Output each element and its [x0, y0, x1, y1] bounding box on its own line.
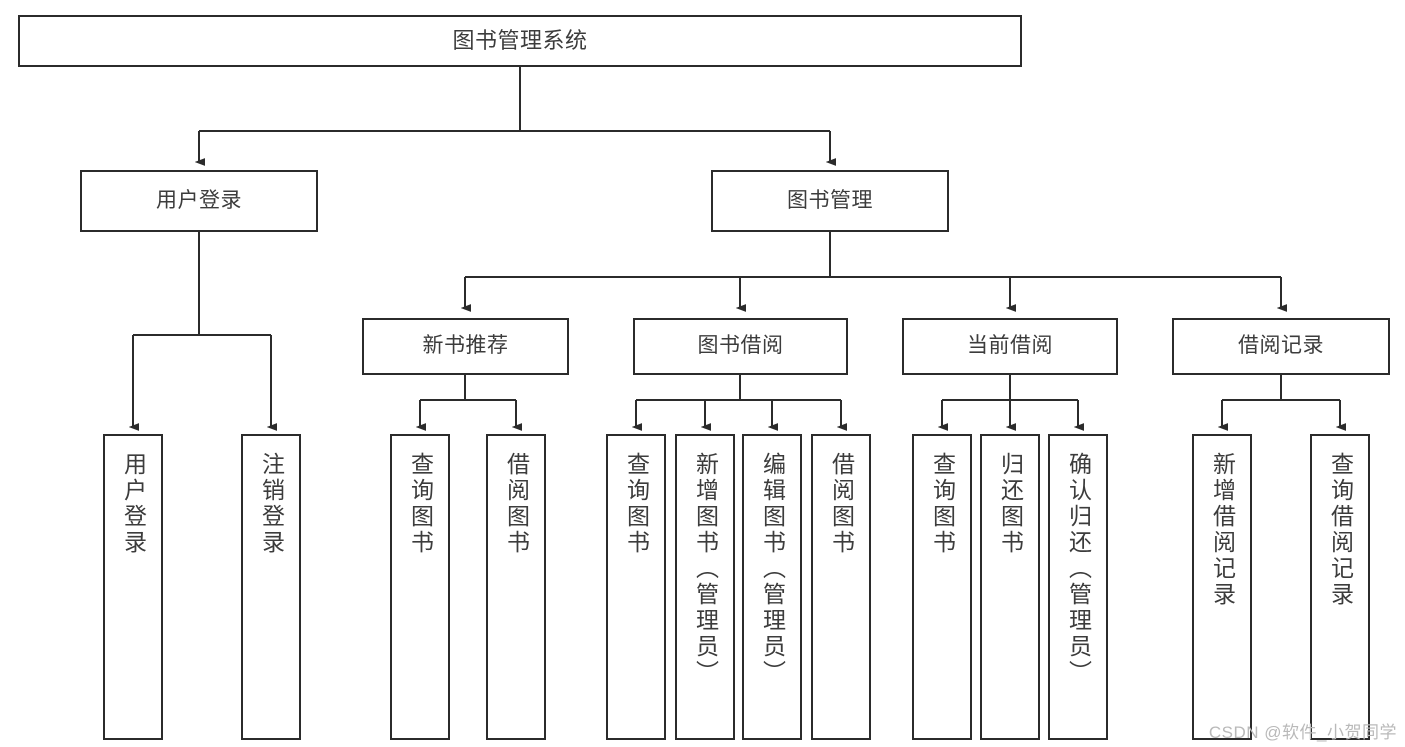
leaf-confirm-return-admin[interactable]: 确认归还（管理员） — [1048, 434, 1108, 740]
node-label: 新增图书（管理员） — [692, 452, 719, 686]
node-label: 查询借阅记录 — [1327, 452, 1354, 608]
leaf-user-login[interactable]: 用户登录 — [103, 434, 163, 740]
node-label: 图书借阅 — [697, 334, 784, 358]
node-borrowing-record[interactable]: 借阅记录 — [1172, 318, 1390, 375]
node-label: 用户登录 — [156, 188, 242, 212]
node-user-login[interactable]: 用户登录 — [80, 170, 318, 232]
node-label: 当前借阅 — [967, 334, 1053, 358]
node-label: 查询图书 — [929, 452, 956, 556]
leaf-add-book-admin[interactable]: 新增图书（管理员） — [675, 434, 735, 740]
node-current-borrowing[interactable]: 当前借阅 — [902, 318, 1118, 375]
node-label: 借阅图书 — [503, 452, 530, 556]
node-label: 用户登录 — [120, 452, 147, 556]
leaf-add-borrowing-record[interactable]: 新增借阅记录 — [1192, 434, 1252, 740]
node-label: 图书管理 — [787, 188, 873, 212]
leaf-edit-book-admin[interactable]: 编辑图书（管理员） — [742, 434, 802, 740]
watermark-text: CSDN @软件_小贺同学 — [1208, 723, 1397, 742]
leaf-return-book[interactable]: 归还图书 — [980, 434, 1040, 740]
node-label: 注销登录 — [258, 452, 285, 556]
leaf-query-book-borrowing[interactable]: 查询图书 — [606, 434, 666, 740]
node-label: 查询图书 — [623, 452, 650, 556]
node-root-book-management-system[interactable]: 图书管理系统 — [18, 15, 1022, 67]
node-label: 图书管理系统 — [452, 28, 588, 54]
leaf-borrow-book-borrowing[interactable]: 借阅图书 — [811, 434, 871, 740]
node-label: 编辑图书（管理员） — [759, 452, 786, 686]
node-new-book-recommendation[interactable]: 新书推荐 — [362, 318, 569, 375]
node-label: 新增借阅记录 — [1209, 452, 1236, 608]
node-label: 借阅记录 — [1238, 334, 1324, 358]
node-label: 归还图书 — [997, 452, 1024, 556]
leaf-query-book-current[interactable]: 查询图书 — [912, 434, 972, 740]
leaf-query-book-recommendation[interactable]: 查询图书 — [390, 434, 450, 740]
node-label: 新书推荐 — [422, 334, 509, 358]
node-label: 确认归还（管理员） — [1065, 452, 1092, 686]
leaf-logout-login[interactable]: 注销登录 — [241, 434, 301, 740]
node-label: 借阅图书 — [828, 452, 855, 556]
node-book-management[interactable]: 图书管理 — [711, 170, 949, 232]
leaf-query-borrowing-record[interactable]: 查询借阅记录 — [1310, 434, 1370, 740]
node-book-borrowing[interactable]: 图书借阅 — [633, 318, 848, 375]
node-label: 查询图书 — [407, 452, 434, 556]
leaf-borrow-book-recommendation[interactable]: 借阅图书 — [486, 434, 546, 740]
